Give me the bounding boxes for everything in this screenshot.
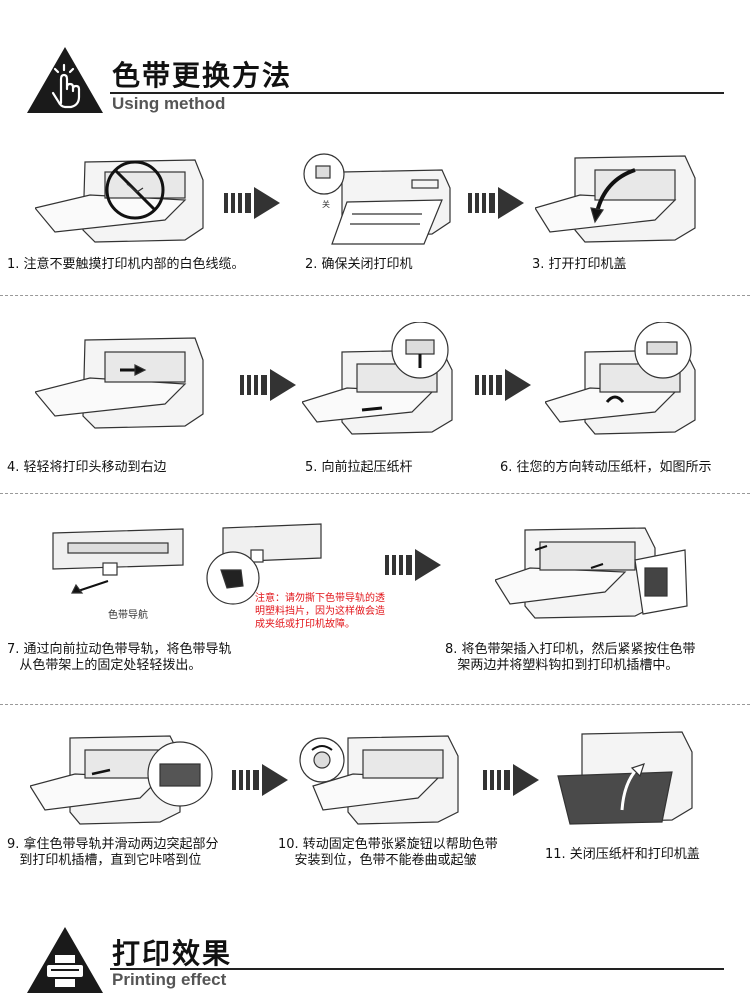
section-subtitle-effect: Printing effect — [112, 970, 227, 989]
hand-tap-icon — [25, 45, 105, 115]
title-rule — [110, 92, 724, 94]
printer-illustration-4 — [35, 332, 210, 432]
section-divider — [0, 704, 750, 705]
ribbon-cartridge-illustration — [48, 525, 188, 595]
printer-illustration-2: 关 — [302, 152, 452, 247]
title-rule — [110, 968, 724, 970]
arrow-icon — [483, 762, 541, 798]
section-title-method: 色带更换方法 — [112, 59, 293, 92]
printer-illustration-11 — [552, 728, 702, 828]
printer-icon — [25, 925, 105, 995]
printer-illustration-1 — [35, 150, 210, 245]
step-caption-2: 2. 确保关闭打印机 — [305, 257, 413, 272]
printer-illustration-6 — [545, 322, 715, 437]
step-caption-6: 6. 往您的方向转动压纸杆，如图所示 — [500, 460, 712, 475]
warning-note: 注意：请勿撕下色带导轨的透 明塑料挡片，因为这样做会造 成夹纸或打印机故障。 — [255, 593, 385, 630]
printer-illustration-3 — [535, 150, 705, 245]
ribbon-guide-label: 色带导航 — [108, 610, 148, 621]
section-subtitle-method: Using method — [112, 94, 226, 113]
switch-label: 关 — [322, 200, 330, 209]
step-caption-10: 10. 转动固定色带张紧旋钮以帮助色带 安装到位，色带不能卷曲或起皱 — [278, 837, 498, 868]
arrow-icon — [232, 762, 290, 798]
arrow-icon — [468, 185, 526, 221]
step-caption-4: 4. 轻轻将打印头移动到右边 — [7, 460, 167, 475]
printer-illustration-10 — [298, 730, 473, 830]
ribbon-guide-closeup — [203, 520, 323, 605]
step-caption-1: 1. 注意不要触摸打印机内部的白色线缆。 — [7, 257, 245, 272]
arrow-icon — [240, 367, 298, 403]
step-caption-8: 8. 将色带架插入打印机，然后紧紧按住色带 架两边并将塑料钩扣到打印机插槽中。 — [445, 642, 696, 673]
step-caption-5: 5. 向前拉起压纸杆 — [305, 460, 413, 475]
arrow-icon — [224, 185, 282, 221]
step-caption-7: 7. 通过向前拉动色带导轨，将色带导轨 从色带架上的固定处轻轻拨出。 — [7, 642, 232, 673]
section-divider — [0, 493, 750, 494]
arrow-icon — [385, 547, 443, 583]
printer-illustration-9 — [30, 730, 220, 830]
step-caption-3: 3. 打开打印机盖 — [532, 257, 627, 272]
step-caption-9: 9. 拿住色带导轨并滑动两边突起部分 到打印机插槽，直到它咔嗒到位 — [7, 837, 219, 868]
printer-illustration-8 — [495, 520, 695, 620]
step-caption-11: 11. 关闭压纸杆和打印机盖 — [545, 847, 700, 862]
section-divider — [0, 295, 750, 296]
arrow-icon — [475, 367, 533, 403]
printer-illustration-5 — [302, 322, 472, 437]
section-title-effect: 打印效果 — [112, 937, 233, 970]
